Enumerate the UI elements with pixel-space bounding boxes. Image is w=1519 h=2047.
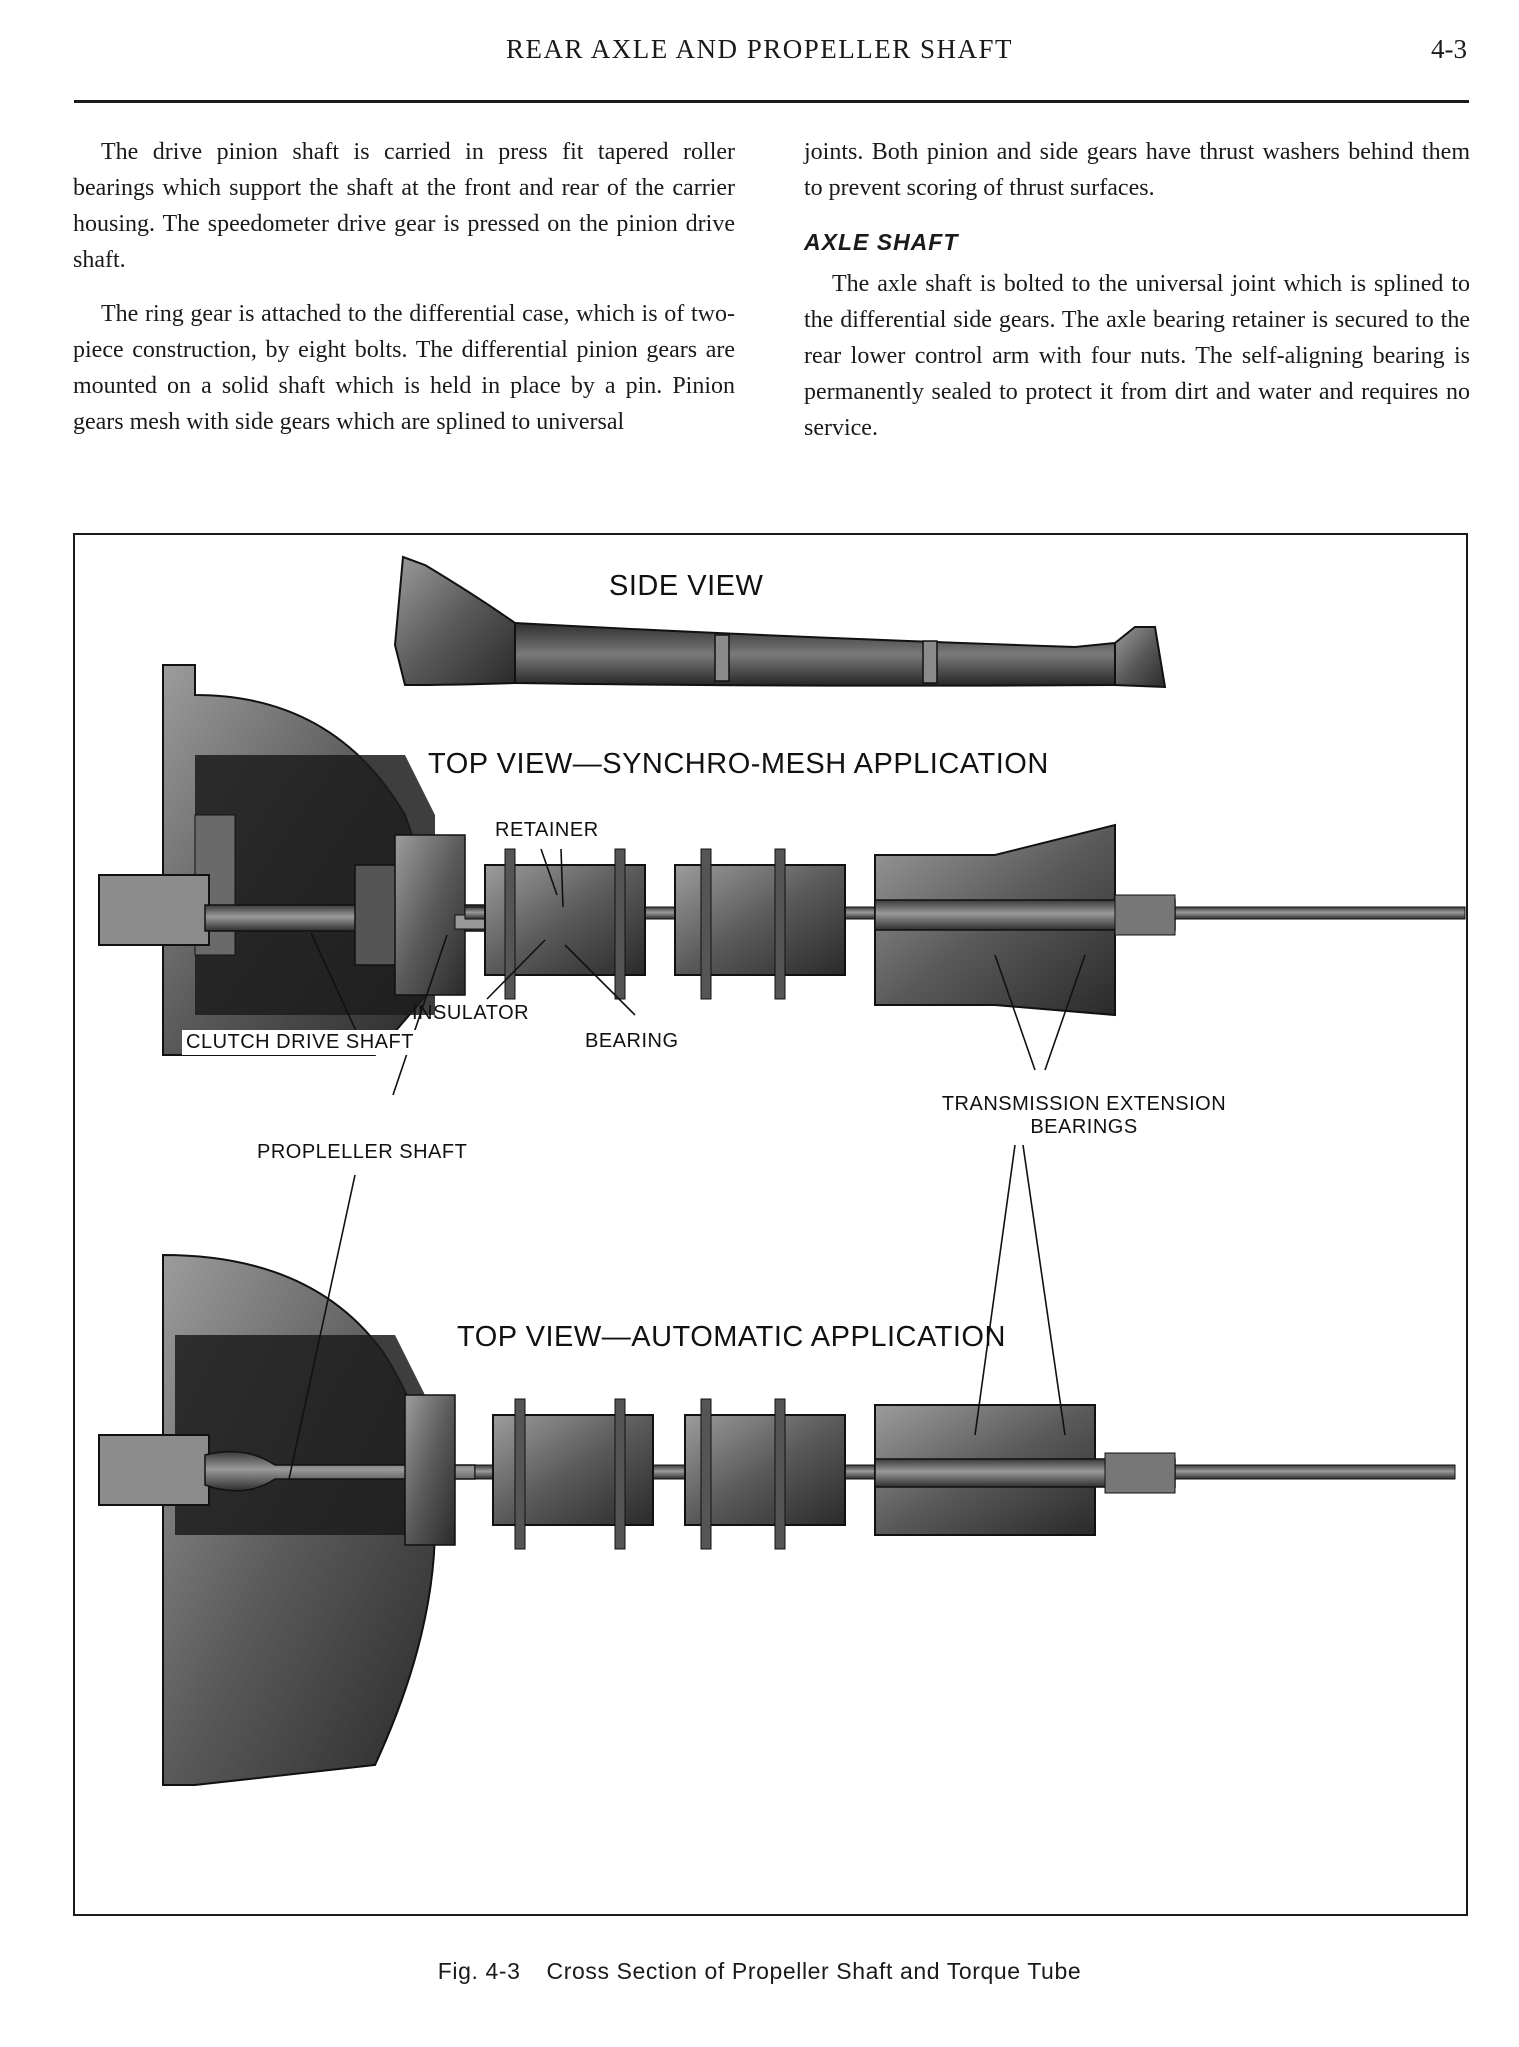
label-transmission-extension-bearings: TRANSMISSION EXTENSION BEARINGS [911,1093,1257,1139]
label-transmission-extension-line2: BEARINGS [1030,1116,1138,1138]
running-head: REAR AXLE AND PROPELLER SHAFT 4-3 [0,30,1519,103]
label-clutch-drive-shaft: CLUTCH DRIVE SHAFT [182,1030,418,1055]
label-transmission-extension-line1: TRANSMISSION EXTENSION [941,1093,1227,1115]
technical-illustration [98,555,1466,1786]
paragraph-pinion-shaft: The drive pinion shaft is carried in pre… [73,139,735,273]
left-column: The drive pinion shaft is carried in pre… [73,134,735,458]
label-top-view-automatic: TOP VIEW—AUTOMATIC APPLICATION [457,1321,1006,1353]
figure-caption-text: Cross Section of Propeller Shaft and Tor… [546,1958,1082,1984]
transmission-extension-synchro [874,823,1176,1017]
running-title: REAR AXLE AND PROPELLER SHAFT [505,34,1014,64]
label-bearing: BEARING [585,1030,679,1052]
label-side-view: SIDE VIEW [609,570,764,602]
bell-housing-automatic [98,1253,476,1786]
figure-number: Fig. 4-3 [437,1958,521,1984]
right-column: joints. Both pinion and side gears have … [804,134,1470,464]
side-view-torque-tube [393,555,1167,689]
transmission-extension-automatic [874,1404,1176,1536]
label-insulator: INSULATOR [412,1002,530,1024]
section-heading-axle-shaft: AXLE SHAFT [804,229,959,255]
paragraph-ring-gear: The ring gear is attached to the differe… [73,301,735,435]
paragraph-thrust-washers: joints. Both pinion and side gears have … [804,139,1470,201]
figure-propeller-shaft-cross-section: SIDE VIEW TOP VIEW—SYNCHRO-MESH APPLICAT… [73,533,1468,1916]
leader-lines [288,848,1086,1480]
header-rule [74,100,1469,103]
label-propeller-shaft: PROPLELLER SHAFT [257,1141,468,1163]
figure-caption: Fig. 4-3 Cross Section of Propeller Shaft… [0,1958,1519,1985]
universal-joint-blocks-automatic [474,1398,1456,1550]
bell-housing-synchro [98,664,486,1056]
label-top-view-synchro: TOP VIEW—SYNCHRO-MESH APPLICATION [428,748,1049,780]
page-number: 4-3 [1431,34,1467,64]
paragraph-axle-shaft: The axle shaft is bolted to the universa… [804,271,1470,441]
label-retainer: RETAINER [495,819,599,841]
